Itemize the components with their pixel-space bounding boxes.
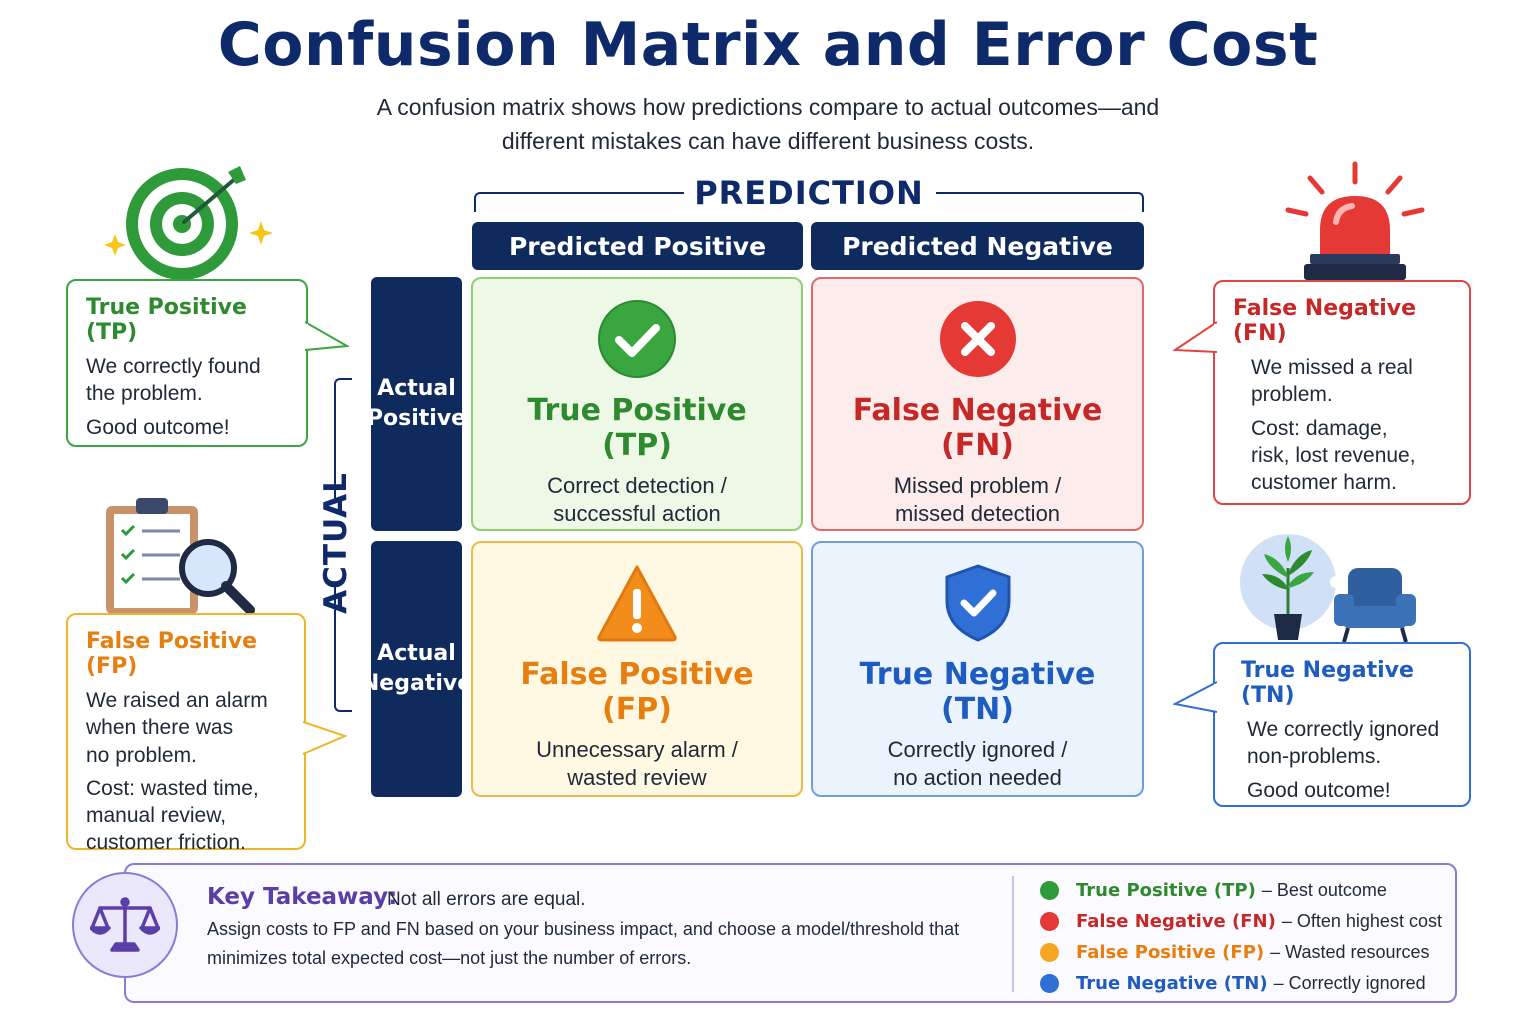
legend-dot-icon xyxy=(1040,911,1059,931)
target-icon xyxy=(104,166,273,280)
balance-scale-icon xyxy=(90,897,160,952)
cell-title: False Positive xyxy=(520,657,754,692)
callout-line: when there was xyxy=(86,716,234,740)
callout-line: We missed a real xyxy=(1251,356,1413,379)
key-takeaway-badge xyxy=(72,872,178,978)
callout-line: no problem. xyxy=(86,743,197,767)
cell-description: missed detection xyxy=(894,501,1061,527)
cell-title-abbr: (TP) xyxy=(602,428,672,464)
legend-name: False Positive (FP) xyxy=(1076,941,1265,963)
subtitle-line-1: A confusion matrix shows how predictions… xyxy=(376,94,1160,120)
callout-line: risk, lost revenue, xyxy=(1251,443,1416,467)
siren-icon xyxy=(1285,161,1425,280)
legend-dot-icon xyxy=(1040,880,1059,900)
cell-title: False Negative xyxy=(852,393,1103,428)
callout-true-positive: True Positive (TP) We correctly found th… xyxy=(66,279,308,447)
cell-false-positive: False Positive(FP) Unnecessary alarm / wa… xyxy=(471,541,803,797)
legend-name: True Positive (TP) xyxy=(1076,879,1256,901)
warning-triangle-icon xyxy=(597,565,677,642)
row-header-line: Positive xyxy=(366,406,467,431)
prediction-bracket-left xyxy=(474,192,684,212)
callout-line: Cost: damage, xyxy=(1251,416,1388,440)
cell-title-abbr: (FN) xyxy=(940,428,1015,464)
callout-line: Good outcome! xyxy=(86,415,230,439)
callout-false-negative: False Negative (FN) We missed a real pro… xyxy=(1213,280,1471,505)
key-takeaway-panel xyxy=(124,863,1457,1003)
callout-line: manual review, xyxy=(86,804,227,828)
callout-line: customer harm. xyxy=(1251,471,1397,495)
legend-description: – Best outcome xyxy=(1261,879,1387,900)
key-takeaway-body-line: Assign costs to FP and FN based on your … xyxy=(207,919,960,939)
x-circle-icon xyxy=(939,301,1016,377)
prediction-label: PREDICTION xyxy=(694,174,924,212)
shield-check-icon xyxy=(945,564,1010,642)
cell-description: no action needed xyxy=(893,765,1062,791)
key-takeaway-lead: Not all errors are equal. xyxy=(387,889,586,910)
legend-item: True Negative (TN) – Correctly ignored xyxy=(1040,970,1426,996)
cell-false-negative: False Negative(FN) Missed problem / misse… xyxy=(811,277,1144,531)
key-takeaway-title: Key Takeaway: xyxy=(207,884,398,910)
cell-true-negative: True Negative(TN) Correctly ignored / no … xyxy=(811,541,1144,797)
plant-armchair-icon xyxy=(1240,534,1416,643)
row-header-line: Negative xyxy=(360,671,473,696)
legend-name: False Negative (FN) xyxy=(1076,910,1276,932)
legend-description: – Often highest cost xyxy=(1281,910,1442,931)
callout-pointer xyxy=(1173,321,1217,353)
cell-description: Correct detection / xyxy=(547,472,727,498)
callout-title: True Positive (TP) xyxy=(86,295,247,345)
legend-item: True Positive (TP) – Best outcome xyxy=(1040,877,1387,903)
cell-description: Missed problem / xyxy=(893,472,1062,498)
callout-pointer xyxy=(303,721,347,755)
callout-title: False Positive (FP) xyxy=(86,629,257,679)
cell-title: True Positive xyxy=(527,393,747,428)
callout-line: customer friction. xyxy=(86,831,246,855)
callout-false-positive: False Positive (FP) We raised an alarm w… xyxy=(66,613,306,854)
callout-line: We correctly ignored xyxy=(1247,718,1440,741)
legend-dot-icon xyxy=(1040,973,1059,993)
cell-true-positive: True Positive(TP) Correct detection / suc… xyxy=(471,277,803,531)
subtitle-line-2: different mistakes can have different bu… xyxy=(501,128,1035,154)
cell-title-abbr: (FP) xyxy=(602,692,672,728)
callout-line: the problem. xyxy=(86,382,203,406)
row-header-line: Actual xyxy=(377,641,456,667)
page-title: Confusion Matrix and Error Cost xyxy=(217,10,1319,80)
callout-true-negative: True Negative (TN) We correctly ignored … xyxy=(1213,642,1471,807)
cell-title-abbr: (TN) xyxy=(941,692,1014,728)
actual-label: ACTUAL xyxy=(313,472,359,614)
cell-description: successful action xyxy=(553,501,721,527)
callout-line: non-problems. xyxy=(1247,745,1382,769)
prediction-bracket-right xyxy=(936,192,1144,212)
legend-item: False Positive (FP) – Wasted resources xyxy=(1040,939,1430,965)
legend-dot-icon xyxy=(1040,942,1059,962)
callout-line: problem. xyxy=(1251,383,1333,407)
legend-name: True Negative (TN) xyxy=(1076,972,1268,994)
column-header-predicted-negative: Predicted Negative xyxy=(811,222,1144,270)
callout-line: Cost: wasted time, xyxy=(86,776,259,800)
callout-line: We raised an alarm xyxy=(86,689,268,712)
legend-item: False Negative (FN) – Often highest cost xyxy=(1040,908,1442,934)
callout-title: True Negative (TN) xyxy=(1241,658,1414,708)
legend-divider xyxy=(1012,876,1014,992)
callout-pointer xyxy=(1173,681,1217,713)
cell-title: True Negative xyxy=(859,657,1096,692)
callout-pointer xyxy=(305,321,349,351)
row-header-line: Actual xyxy=(377,376,456,402)
legend-description: – Wasted resources xyxy=(1270,941,1430,962)
clipboard-magnifier-icon xyxy=(106,498,255,615)
cell-description: Unnecessary alarm / xyxy=(536,736,738,762)
callout-title: False Negative (FN) xyxy=(1233,296,1417,346)
column-header-predicted-positive: Predicted Positive xyxy=(472,222,803,270)
callout-line: We correctly found xyxy=(86,355,261,378)
key-takeaway-body-line: minimizes total expected cost—not just t… xyxy=(207,948,692,968)
callout-line: Good outcome! xyxy=(1247,778,1391,802)
cell-description: wasted review xyxy=(567,765,707,791)
legend-description: – Correctly ignored xyxy=(1273,972,1426,993)
cell-description: Correctly ignored / xyxy=(887,736,1068,762)
check-circle-icon xyxy=(598,300,676,378)
